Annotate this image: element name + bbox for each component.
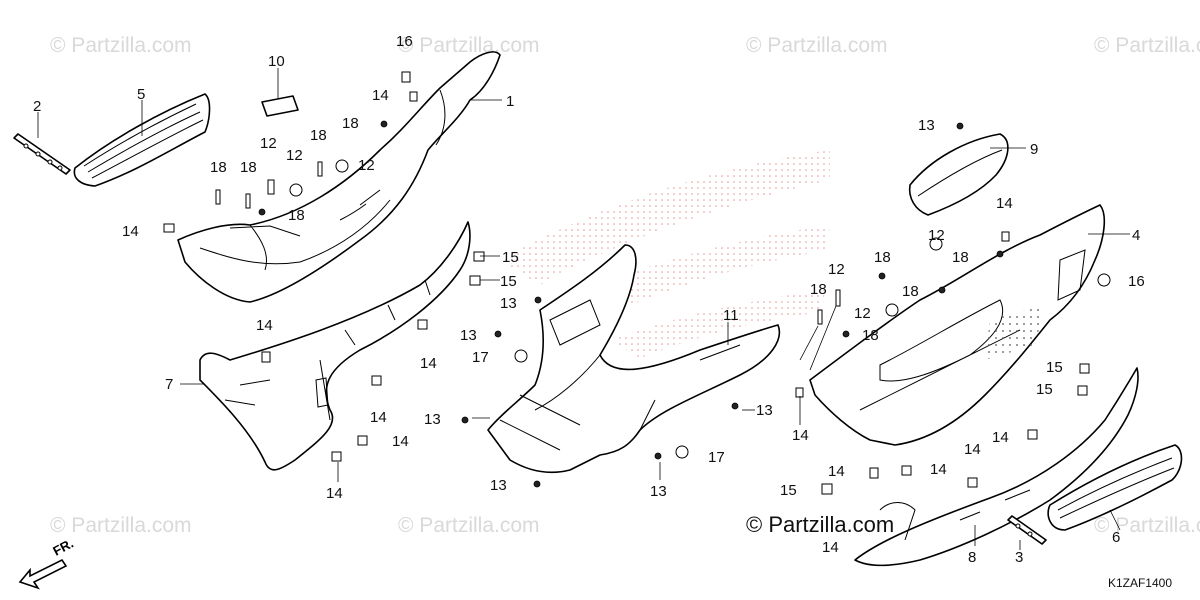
callout-7[interactable]: 7 <box>165 376 173 393</box>
callout-16[interactable]: 16 <box>1128 273 1145 290</box>
watermark: © Partzilla.com <box>746 34 888 57</box>
part-4-floor-panel[interactable] <box>809 204 1106 446</box>
part-2-mat-bracket-left[interactable] <box>13 133 71 175</box>
callout-10[interactable]: 10 <box>268 53 285 70</box>
callout-14[interactable]: 14 <box>370 409 387 426</box>
callout-14[interactable]: 14 <box>420 355 437 372</box>
callout-18[interactable]: 18 <box>240 159 257 176</box>
callout-12[interactable]: 12 <box>358 157 375 174</box>
callout-1[interactable]: 1 <box>506 93 514 110</box>
part-9-small-cover[interactable] <box>908 133 1009 216</box>
callout-18[interactable]: 18 <box>310 127 327 144</box>
callout-14[interactable]: 14 <box>964 441 981 458</box>
diagram-code: K1ZAF1400 <box>1107 576 1172 590</box>
callout-14[interactable]: 14 <box>392 433 409 450</box>
callout-12[interactable]: 12 <box>854 305 871 322</box>
watermark: © Partzilla.com <box>1094 514 1200 537</box>
part-1-center-cover[interactable] <box>177 51 501 303</box>
callout-15[interactable]: 15 <box>1046 359 1063 376</box>
callout-5[interactable]: 5 <box>137 86 145 103</box>
callout-14[interactable]: 14 <box>122 223 139 240</box>
callout-13[interactable]: 13 <box>490 477 507 494</box>
part-3-mat-bracket-right[interactable] <box>1007 515 1047 545</box>
callout-4[interactable]: 4 <box>1132 227 1140 244</box>
callout-14[interactable]: 14 <box>992 429 1009 446</box>
part-8-under-cover-right[interactable] <box>854 367 1139 567</box>
watermark: © Partzilla.com <box>398 514 540 537</box>
callout-18[interactable]: 18 <box>810 281 827 298</box>
watermark: © Partzilla.com <box>50 514 192 537</box>
callout-13[interactable]: 13 <box>460 327 477 344</box>
watermark: © Partzilla.com <box>1094 34 1200 57</box>
callout-15[interactable]: 15 <box>1036 381 1053 398</box>
callout-16[interactable]: 16 <box>396 33 413 50</box>
callouts: 2 5 10 16 14 1 18 12 18 12 12 18 18 18 1… <box>33 33 1145 566</box>
callout-14[interactable]: 14 <box>828 463 845 480</box>
callout-14[interactable]: 14 <box>792 427 809 444</box>
callout-2[interactable]: 2 <box>33 98 41 115</box>
callout-17[interactable]: 17 <box>472 349 489 366</box>
part-6-floor-mat-right[interactable] <box>1047 444 1183 531</box>
callout-13[interactable]: 13 <box>500 295 517 312</box>
callout-14[interactable]: 14 <box>822 539 839 556</box>
callout-11[interactable]: 11 <box>723 307 739 324</box>
callout-9[interactable]: 9 <box>1030 141 1038 158</box>
callout-8[interactable]: 8 <box>968 549 976 566</box>
callout-13[interactable]: 13 <box>650 483 667 500</box>
callout-14[interactable]: 14 <box>996 195 1013 212</box>
callout-12[interactable]: 12 <box>260 135 277 152</box>
callout-14[interactable]: 14 <box>372 87 389 104</box>
front-direction-arrow-icon: FR. <box>18 536 76 590</box>
watermark: © Partzilla.com <box>398 34 540 57</box>
callout-12[interactable]: 12 <box>828 261 845 278</box>
callout-18[interactable]: 18 <box>210 159 227 176</box>
callout-12[interactable]: 12 <box>928 227 945 244</box>
callout-12[interactable]: 12 <box>286 147 303 164</box>
callout-14[interactable]: 14 <box>256 317 273 334</box>
part-10-plate[interactable] <box>261 95 299 117</box>
callout-13[interactable]: 13 <box>424 411 441 428</box>
callout-18[interactable]: 18 <box>288 207 305 224</box>
callout-18[interactable]: 18 <box>862 327 879 344</box>
callout-3[interactable]: 3 <box>1015 549 1023 566</box>
callout-15[interactable]: 15 <box>780 482 797 499</box>
direction-label: FR. <box>50 536 76 559</box>
part-7-under-cover-left[interactable] <box>199 221 471 471</box>
callout-18[interactable]: 18 <box>342 115 359 132</box>
callout-18[interactable]: 18 <box>874 249 891 266</box>
watermark: © Partzilla.com <box>50 34 192 57</box>
leader-lines <box>37 68 1130 550</box>
copyright-notice: © Partzilla.com <box>746 512 895 537</box>
callout-13[interactable]: 13 <box>918 117 935 134</box>
part-11-center-undercover[interactable] <box>487 244 781 474</box>
callout-18[interactable]: 18 <box>952 249 969 266</box>
callout-17[interactable]: 17 <box>708 449 725 466</box>
callout-15[interactable]: 15 <box>502 249 519 266</box>
callout-18[interactable]: 18 <box>902 283 919 300</box>
callout-14[interactable]: 14 <box>930 461 947 478</box>
callout-14[interactable]: 14 <box>326 485 343 502</box>
callout-15[interactable]: 15 <box>500 273 517 290</box>
callout-6[interactable]: 6 <box>1112 529 1120 546</box>
part-5-floor-mat-left[interactable] <box>73 93 211 187</box>
fasteners <box>163 71 1111 495</box>
callout-13[interactable]: 13 <box>756 402 773 419</box>
